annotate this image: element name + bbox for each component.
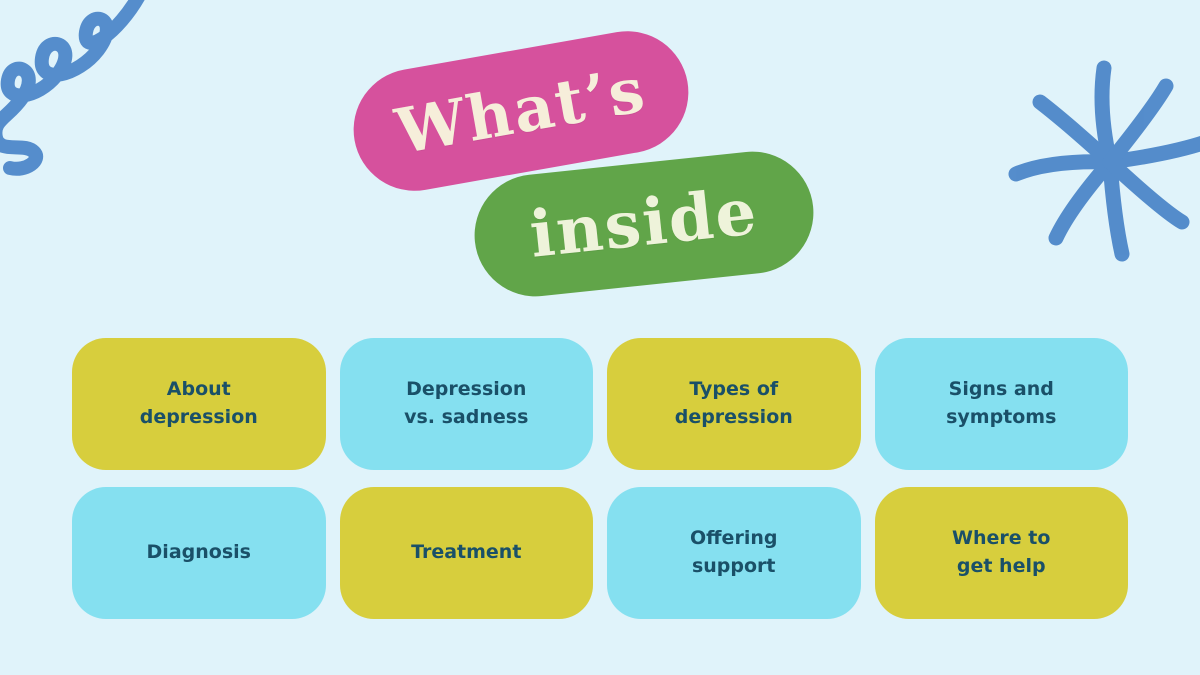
card-label: Diagnosis	[146, 541, 251, 564]
squiggle-doodle-icon	[0, 0, 145, 176]
card-label: About depression	[139, 378, 258, 428]
card-about-depression: About depression	[72, 338, 326, 470]
title-word-whats: What’s	[390, 52, 652, 169]
card-offering-support: Offering support	[607, 487, 861, 619]
card-signs-and-symptoms: Signs and symptoms	[874, 338, 1128, 470]
flower-doodle-icon	[1008, 60, 1200, 262]
card-label: Treatment	[411, 541, 522, 564]
card-label: Signs and symptoms	[946, 378, 1057, 428]
title-word-inside: inside	[526, 174, 762, 273]
card-types-of-depression: Types of depression	[607, 338, 861, 470]
card-where-to-get-help: Where to get help	[874, 487, 1128, 619]
card-treatment: Treatment	[339, 487, 593, 619]
topics-grid: About depression Depression vs. sadness …	[72, 338, 1128, 619]
card-depression-vs-sadness: Depression vs. sadness	[339, 338, 593, 470]
card-label: Depression vs. sadness	[404, 378, 529, 428]
card-label: Types of depression	[674, 378, 793, 428]
card-label: Offering support	[690, 527, 778, 577]
card-label: Where to get help	[952, 527, 1051, 577]
card-diagnosis: Diagnosis	[72, 487, 326, 619]
